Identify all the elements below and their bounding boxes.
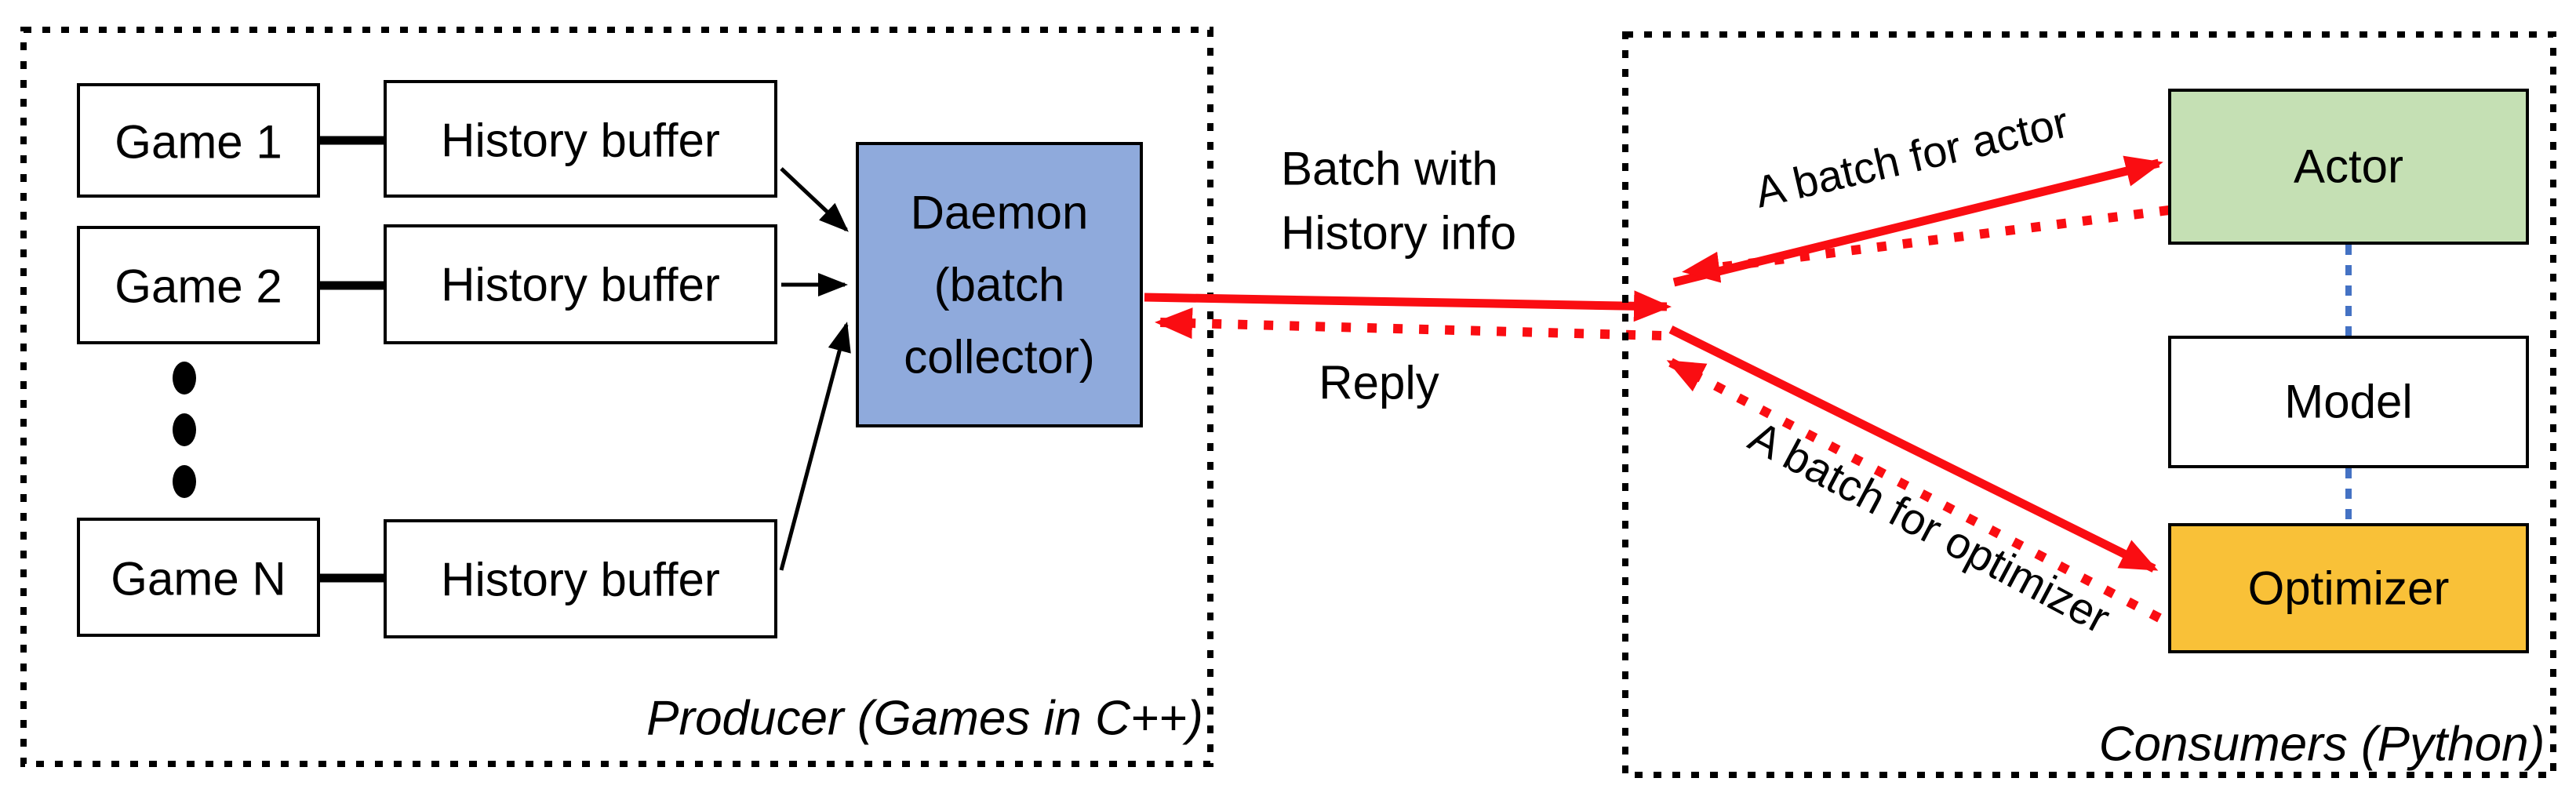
producer-title: Producer (Games in C++) (646, 692, 1203, 746)
daemon: Daemon (batch collector) (856, 142, 1143, 427)
game-2-box (77, 226, 320, 344)
batch-request-label-line1: Batch with (1281, 143, 1498, 195)
ellipsis (173, 362, 196, 498)
history-buffer-1-label: History buffer (441, 115, 720, 167)
message-channel: Batch with History info Reply (1144, 143, 1672, 409)
history-buffer-n-label: History buffer (441, 554, 720, 606)
buffer-n-to-daemon-arrow (779, 322, 851, 571)
optimizer-label: Optimizer (2248, 562, 2450, 615)
game-2-label: Game 2 (115, 260, 282, 313)
buffer-1-to-daemon-arrow (780, 167, 849, 232)
game-row-2: Game 2 History buffer (77, 224, 777, 344)
consumers-title: Consumers (Python) (2099, 718, 2545, 772)
batch-to-optimizer-arrow (1668, 325, 2159, 573)
ellipsis-dot (173, 362, 196, 394)
consumers-dashed-border (1622, 31, 2556, 778)
history-buffer-1-box (384, 80, 777, 198)
producer-region: Game 1 History buffer Game 2 History buf… (20, 27, 1213, 767)
history-buffer-n-box (384, 519, 777, 638)
model-label: Model (2284, 376, 2412, 428)
consumers-region: A batch for actor A batch for optimizer … (1622, 31, 2556, 778)
game-1-box (77, 83, 320, 198)
ellipsis-dot (173, 465, 196, 498)
actor-box (2168, 89, 2529, 245)
game-row-n: Game N History buffer (77, 518, 777, 638)
daemon-label-line1: Daemon (911, 187, 1089, 239)
reply-label: Reply (1319, 357, 1439, 409)
optimizer-return-arrow (1666, 358, 2162, 623)
daemon-label-line2: (batch (934, 259, 1065, 311)
batch-request-arrow (1144, 290, 1672, 322)
ellipsis-dot (173, 413, 196, 446)
game-1-label: Game 1 (115, 116, 282, 169)
history-buffer-2-box (384, 224, 777, 344)
history-buffer-2-label: History buffer (441, 259, 720, 311)
actor-return-arrow (1682, 205, 2170, 283)
actor-label: Actor (2294, 140, 2403, 193)
game-n-label: Game N (111, 553, 286, 605)
daemon-label-line3: collector) (904, 331, 1094, 384)
game-row-1: Game 1 History buffer (77, 80, 777, 198)
optimizer-box (2168, 523, 2529, 653)
model-box (2168, 336, 2529, 468)
reply-arrow (1155, 307, 1662, 340)
daemon-box (856, 142, 1143, 427)
batch-request-label-line2: History info (1281, 207, 1516, 260)
